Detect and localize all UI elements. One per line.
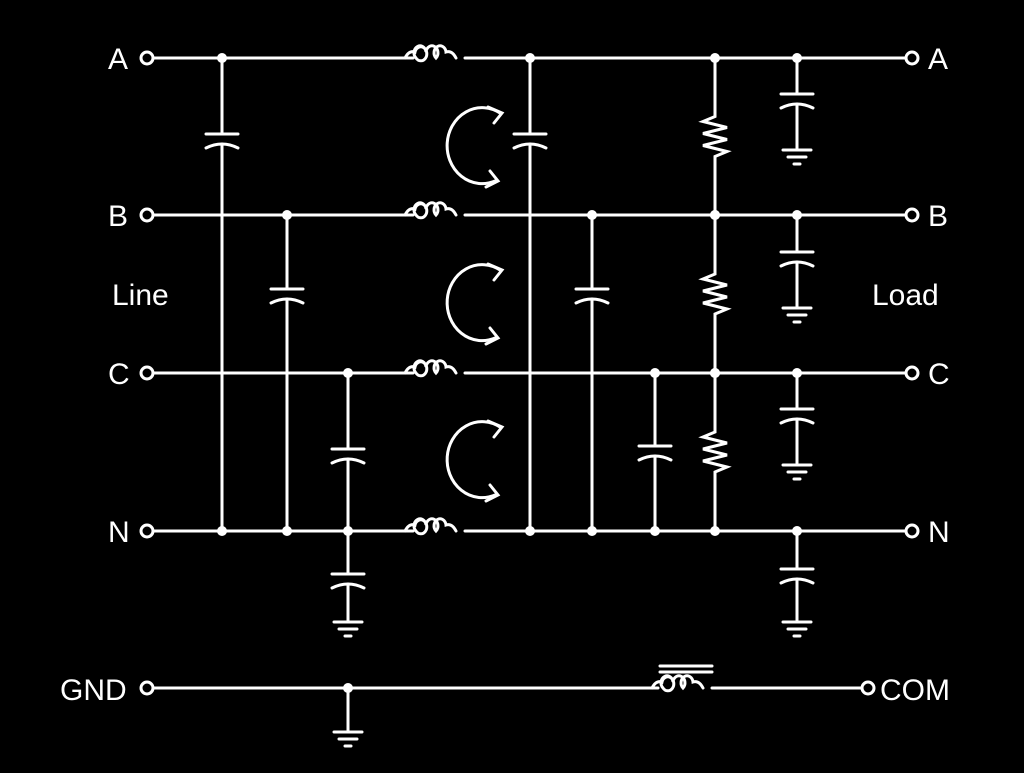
arrowhead (486, 262, 505, 282)
line-side-label: Line (112, 279, 169, 312)
arrowhead (484, 326, 501, 346)
circulating-current-loop-2 (445, 262, 505, 346)
load-terminal-a-label: A (928, 43, 948, 76)
com-terminal (860, 680, 876, 696)
line-terminal-b (139, 207, 155, 223)
inductor-coil (403, 517, 458, 536)
arrowhead (486, 419, 505, 439)
load-terminal-c (904, 365, 920, 381)
loop-arc (445, 106, 502, 186)
circulating-current-loop-1 (445, 105, 505, 189)
line-terminal-n (139, 523, 155, 539)
inductor-coil (403, 44, 458, 63)
inductor-a (403, 44, 458, 63)
loop-arc (445, 263, 502, 343)
line-terminal-c-label: C (108, 358, 130, 391)
ground-icon (781, 620, 813, 638)
inductor-coil (403, 359, 458, 378)
inductor-c (403, 359, 458, 378)
gnd-terminal-label: GND (60, 674, 127, 707)
line-terminal-n-label: N (108, 516, 130, 549)
gnd-terminal (139, 680, 155, 696)
common-mode-choke (650, 664, 714, 693)
load-side-label: Load (872, 279, 939, 312)
resistor-zigzag (698, 56, 732, 217)
bleeder-resistor-3 (698, 371, 732, 533)
bleeder-resistor-2 (698, 213, 732, 375)
line-terminal-a-label: A (108, 43, 128, 76)
load-terminal-n-label: N (928, 516, 950, 549)
line-terminal-a (139, 50, 155, 66)
ground-icon (781, 306, 813, 324)
inductor-coil (650, 674, 705, 693)
inductor-coil (403, 201, 458, 220)
ground-icon (781, 463, 813, 481)
inductor-n (403, 517, 458, 536)
load-terminal-b-label: B (928, 200, 948, 233)
arrowhead (484, 483, 501, 503)
circulating-current-loop-3 (445, 419, 505, 503)
line-terminal-c (139, 365, 155, 381)
ground-icon (332, 620, 364, 638)
arrowhead (486, 105, 505, 125)
com-terminal-label: COM (880, 674, 950, 707)
ground-icon (781, 148, 813, 166)
resistor-zigzag (698, 371, 732, 533)
loop-arc (445, 420, 502, 500)
load-terminal-b (904, 207, 920, 223)
inductor-b (403, 201, 458, 220)
load-terminal-a (904, 50, 920, 66)
arrowhead (484, 169, 501, 189)
load-terminal-n (904, 523, 920, 539)
resistor-zigzag (698, 213, 732, 375)
bleeder-resistor-1 (698, 56, 732, 217)
ground-icon (332, 730, 364, 748)
line-terminal-b-label: B (108, 200, 128, 233)
load-terminal-c-label: C (928, 358, 950, 391)
